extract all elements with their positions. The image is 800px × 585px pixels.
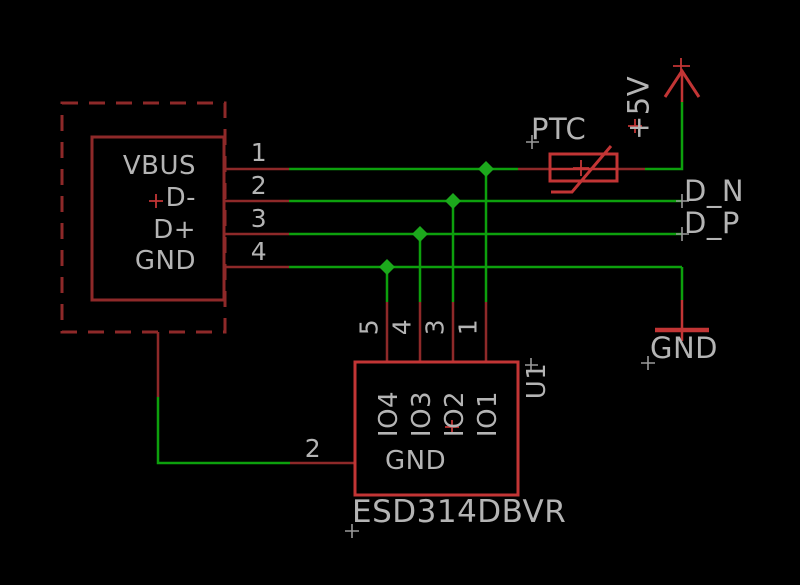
esd-pin-name-io2[interactable]: IO2 (440, 390, 470, 438)
u1-label-cross (525, 358, 538, 372)
usb-body-outline[interactable] (90, 135, 226, 302)
usb-pin-number-1: 1 (250, 138, 268, 167)
esd-pin-name-gnd[interactable]: GND (385, 446, 447, 476)
esd-pin-number-5: 5 (354, 318, 384, 336)
esd-pin-number-4: 4 (387, 318, 417, 336)
esd-chip-outline[interactable] (353, 360, 520, 497)
supply-arrow-head[interactable] (663, 68, 701, 98)
dp-label-cross (676, 227, 689, 241)
ptc-symbol[interactable] (548, 145, 619, 194)
esd-pin-name-io1[interactable]: IO1 (473, 390, 503, 438)
supply-5v-label[interactable]: +5V (621, 75, 656, 141)
usb-pin-number-3: 3 (250, 204, 268, 233)
ptc-body[interactable] (548, 152, 619, 183)
gnd-label-cross (641, 356, 655, 370)
esd-pin-number-1: 1 (453, 318, 483, 336)
junction-gnd[interactable] (379, 259, 395, 275)
usb-pin-name-dplus[interactable]: D+ (153, 215, 196, 245)
esd-pin-number-3: 3 (420, 318, 450, 336)
usb-origin-cross[interactable] (149, 194, 163, 208)
esd-chip-symbol[interactable] (353, 360, 520, 497)
junction-dp[interactable] (412, 226, 428, 242)
ptc-label-cross (526, 135, 539, 149)
esd-pin-number-2: 2 (304, 434, 322, 463)
esd-part-number-label[interactable]: ESD314DBVR (352, 494, 567, 530)
supply-origin-cross[interactable] (673, 58, 690, 75)
ptc-strike-line[interactable] (551, 145, 613, 194)
esd-origin-cross[interactable] (445, 420, 459, 434)
ptc-label[interactable]: PTC (531, 112, 587, 146)
junction-dn[interactable] (445, 193, 461, 209)
gnd-symbol[interactable] (655, 300, 709, 341)
junction-vbus[interactable] (478, 161, 494, 177)
esd-chip-pin-stubs[interactable] (290, 167, 645, 465)
net-label-dp[interactable]: D_P (684, 206, 740, 240)
esd-refdes-label[interactable]: U1 (522, 362, 552, 400)
usb-pin-name-gnd[interactable]: GND (134, 246, 196, 276)
label-origin-crosses (345, 135, 689, 538)
esd-label-cross (345, 524, 359, 538)
usb-pin-number-4: 4 (250, 237, 268, 266)
net-label-dn[interactable]: D_N (684, 174, 745, 208)
esd-pin-name-io4[interactable]: IO4 (374, 390, 404, 438)
usb-pin-number-2: 2 (250, 171, 268, 200)
gnd-label[interactable]: GND (650, 331, 718, 365)
usb-pin-name-dminus[interactable]: D- (165, 183, 196, 213)
wire-shield-to-chip-gnd[interactable] (156, 397, 290, 465)
dn-label-cross (676, 194, 689, 208)
supply-label-cross[interactable] (628, 119, 642, 133)
wire-junctions[interactable] (379, 161, 494, 275)
supply-arrow-symbol[interactable] (628, 58, 701, 133)
wire-ptc-to-5v[interactable] (645, 102, 684, 171)
esd-pin-name-io3[interactable]: IO3 (407, 390, 437, 438)
ptc-origin-cross[interactable] (573, 160, 589, 176)
usb-pin-name-vbus[interactable]: VBUS (122, 151, 196, 181)
usb-connector-symbol[interactable] (60, 101, 289, 397)
net-wires[interactable] (156, 102, 684, 465)
